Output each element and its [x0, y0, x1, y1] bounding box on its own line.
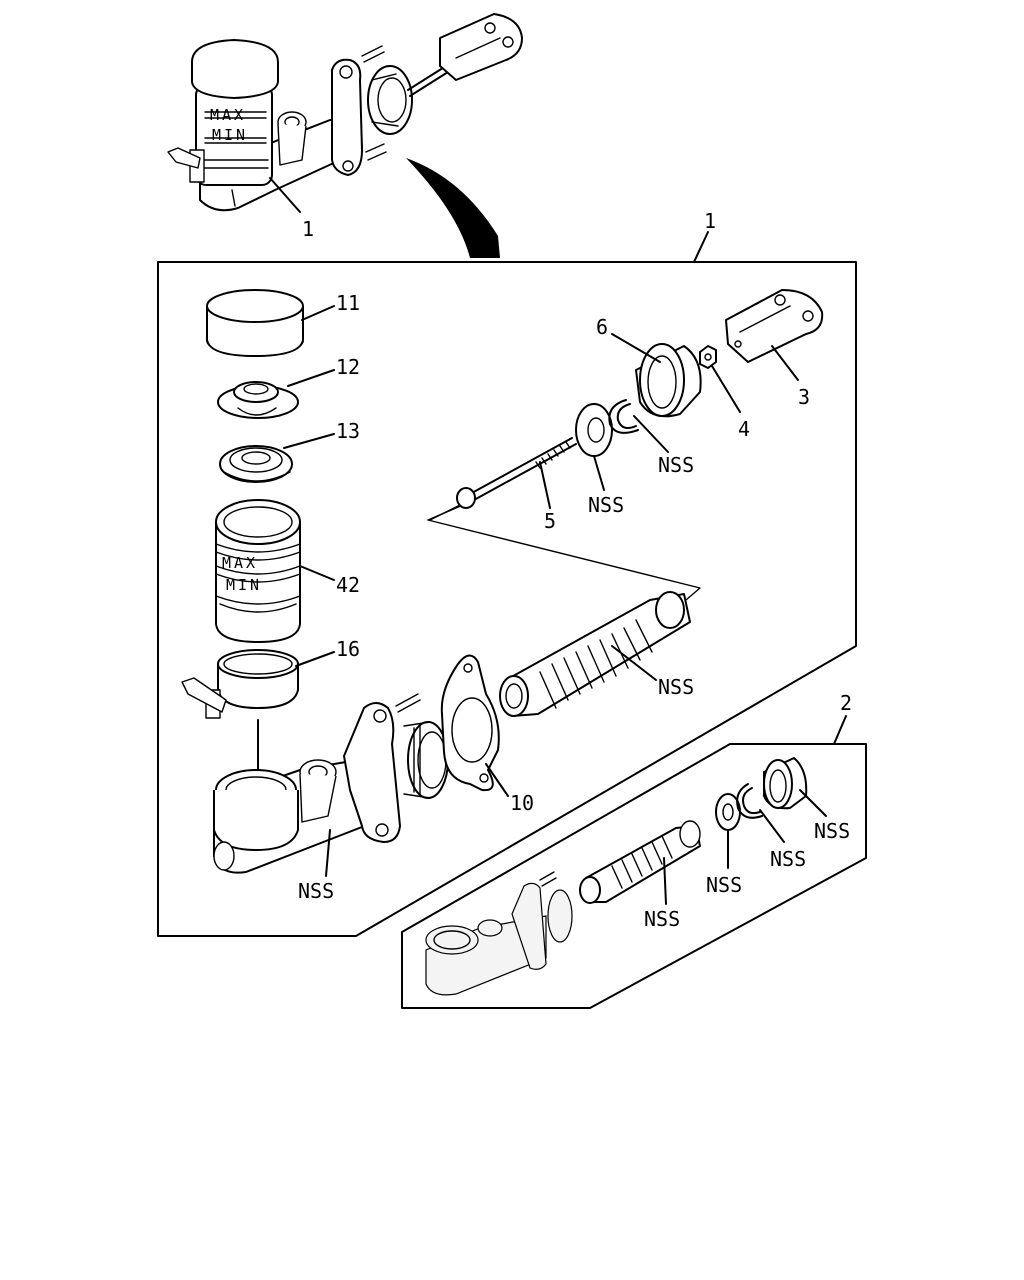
- piston-spring-assembly: NSS: [499, 591, 694, 717]
- kit-piston-spring: NSS: [579, 820, 701, 931]
- callout-11: 11: [336, 291, 360, 315]
- kit-cup: NSS: [763, 757, 850, 843]
- kit-snap-clip: NSS: [736, 783, 806, 871]
- part-13-diaphragm: 13: [219, 419, 360, 483]
- callout-3: 3: [798, 385, 810, 409]
- callout-nss-spring: NSS: [658, 675, 694, 699]
- callout-16: 16: [336, 637, 360, 661]
- rod-washer: NSS: [575, 403, 624, 517]
- kit-washer: NSS: [706, 793, 742, 897]
- callout-5: 5: [544, 509, 556, 533]
- main-parts-box: [157, 261, 857, 937]
- callout-2: 2: [840, 691, 852, 715]
- part-12-baffle: 12: [217, 355, 360, 419]
- max-marking-top: MAX: [210, 106, 246, 124]
- kit-cylinder-body: [425, 871, 573, 996]
- part-42-reservoir: MAX MIN 42: [215, 499, 360, 643]
- callout-nss-kit-cup: NSS: [814, 819, 850, 843]
- callout-nss-kit-clip: NSS: [770, 847, 806, 871]
- min-marking-part42: MIN: [226, 576, 262, 594]
- part-16-band: 16: [181, 637, 360, 719]
- max-marking-part42: MAX: [222, 554, 258, 572]
- snap-ring: NSS: [608, 399, 694, 477]
- alignment-line-path: [427, 501, 701, 601]
- callout-nss-ring: NSS: [658, 453, 694, 477]
- callout-nss-washer: NSS: [588, 493, 624, 517]
- callout-6: 6: [596, 315, 608, 339]
- callout-13: 13: [336, 419, 360, 443]
- cylinder-body: NSS: [213, 693, 449, 903]
- assembly-arrow: [406, 158, 500, 258]
- part-3-clevis: 3: [725, 289, 824, 409]
- callout-12: 12: [336, 355, 360, 379]
- part-4-nut: 4: [699, 345, 750, 441]
- part-10-gasket: 10: [440, 654, 534, 815]
- part-11-cap: 11: [206, 289, 360, 357]
- callout-1-top: 1: [302, 217, 314, 241]
- callout-nss-body: NSS: [298, 879, 334, 903]
- min-marking-top: MIN: [212, 126, 248, 144]
- part-5-push-rod: 5: [456, 437, 577, 533]
- assembled-master-cylinder: MAX MIN 1: [167, 13, 523, 241]
- callout-42: 42: [336, 573, 360, 597]
- callout-1-box: 1: [704, 209, 716, 233]
- callout-nss-kit-spring: NSS: [644, 907, 680, 931]
- callout-10: 10: [510, 791, 534, 815]
- kit-parts-box: [401, 743, 867, 1009]
- part-6-boot: 6: [596, 315, 702, 418]
- callout-nss-kit-washer: NSS: [706, 873, 742, 897]
- callout-4: 4: [738, 417, 750, 441]
